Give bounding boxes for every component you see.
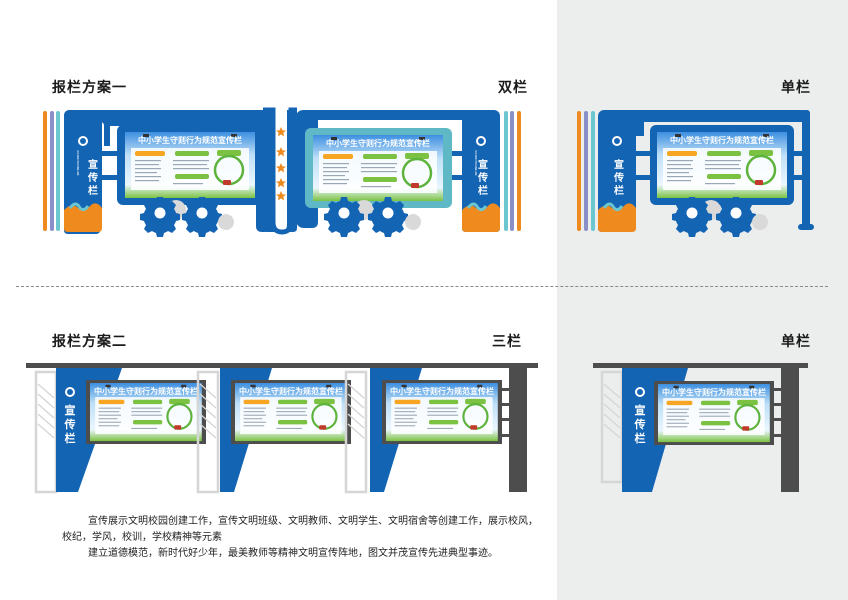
top-beam <box>26 363 538 368</box>
right-post <box>781 368 799 492</box>
pillar-pinyin: XUANCHUANLAN <box>76 150 80 175</box>
description-text: 宣传展示文明校园创建工作，宣传文明班级、文明教师、文明学生、文明宿舍等创建工作，… <box>62 514 542 562</box>
scheme-one-title: 报栏方案一 <box>52 80 127 96</box>
description-line-1: 宣传展示文明校园创建工作，宣传文明班级、文明教师、文明学生、文明宿舍等创建工作，… <box>88 516 538 527</box>
board-unit-2: 中小学生守则行为规范宣传栏 <box>196 368 351 494</box>
pillar-char-3: 栏 <box>635 431 646 445</box>
accent-stripe-orange <box>43 111 47 231</box>
accent-stripe-teal <box>56 111 60 231</box>
pillar-char-3: 栏 <box>65 431 76 445</box>
pillar-char-2: 传 <box>87 171 98 184</box>
single-column-label-bottom: 单栏 <box>781 334 811 350</box>
pillar-pinyin: XUANCHUANLAN <box>474 150 478 175</box>
single-column-background-panel <box>557 0 848 600</box>
pillar-char-3: 栏 <box>478 184 488 197</box>
pillar-char-1: 宣 <box>614 158 624 171</box>
board-unit-3: 中小学生守则行为规范宣传栏 <box>344 368 502 494</box>
poster-headline: 中小学生守则行为规范宣传栏 <box>662 387 766 397</box>
accent-stripe-teal <box>591 111 595 231</box>
board-unit-1: 宣 传 栏 中小学生守则行为规范宣传栏 <box>34 368 206 494</box>
single-column-label-top: 单栏 <box>781 80 811 96</box>
section-divider <box>16 286 828 287</box>
poster-headline: 中小学生守则行为规范宣传栏 <box>390 386 494 396</box>
deco-circle <box>405 214 421 230</box>
triple-column-label: 三栏 <box>492 334 522 350</box>
pillar-wave-orange <box>462 203 500 232</box>
pillar-char-3: 栏 <box>614 184 624 197</box>
right-pillar <box>462 110 500 232</box>
accent-stripe-violet <box>584 111 588 231</box>
description-line-2: 校纪，学风，校训，学校精神等元素 <box>62 532 222 543</box>
pillar-wave-orange <box>64 203 102 232</box>
pillar <box>598 110 636 232</box>
pillar-char-1: 宣 <box>88 158 98 171</box>
deco-circle <box>218 214 234 230</box>
right-post <box>509 368 527 492</box>
pillar-char-1: 宣 <box>65 403 76 417</box>
left-pillar <box>64 110 102 232</box>
right-poster-headline: 中小学生守则行为规范宣传栏 <box>326 138 430 148</box>
description-line-3: 建立道德模范，新时代好少年，最美教师等精神文明宣传阵地，图文并茂宣传先进典型事迹… <box>88 548 498 559</box>
pillar-char-3: 栏 <box>88 184 98 197</box>
pillar-wave-orange <box>598 203 636 232</box>
double-column-label: 双栏 <box>498 80 528 96</box>
accent-stripe-orange <box>517 111 521 231</box>
pillar-char-2: 传 <box>64 417 76 431</box>
left-poster-headline: 中小学生守则行为规范宣传栏 <box>138 135 242 145</box>
accent-stripe-orange <box>577 111 581 231</box>
pillar-char-2: 传 <box>477 171 488 184</box>
pillar-char-1: 宣 <box>478 158 488 171</box>
poster-headline: 中小学生守则行为规范宣传栏 <box>239 386 343 396</box>
accent-stripe-teal <box>504 111 508 231</box>
poster-headline: 中小学生守则行为规范宣传栏 <box>94 386 198 396</box>
accent-stripe-violet <box>510 111 514 231</box>
pillar-char-2: 传 <box>613 171 624 184</box>
pillar-char-2: 传 <box>634 417 646 431</box>
accent-stripe-violet <box>50 111 54 231</box>
top-beam <box>593 363 808 368</box>
deco-circle <box>752 214 768 230</box>
scheme-two-title: 报栏方案二 <box>52 334 127 350</box>
pillar-char-1: 宣 <box>635 403 646 417</box>
poster-headline: 中小学生守则行为规范宣传栏 <box>670 135 774 145</box>
